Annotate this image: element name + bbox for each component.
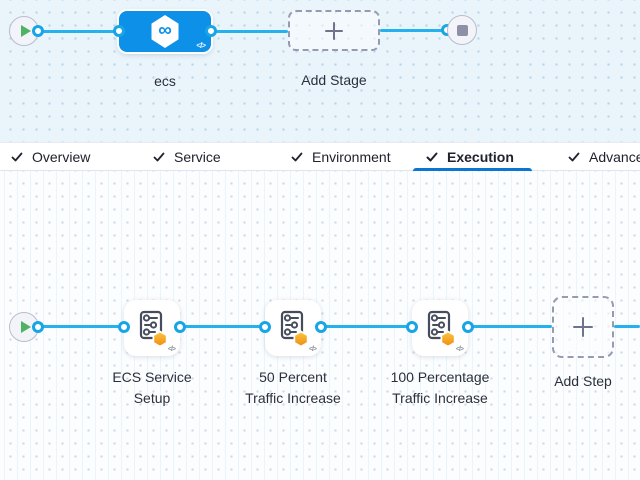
- add-stage-label: Add Stage: [301, 72, 367, 88]
- connector-line: [321, 325, 412, 328]
- add-step-label: Add Step: [554, 373, 612, 389]
- tab-label: Service: [174, 148, 221, 165]
- connector-port[interactable]: [315, 321, 327, 333]
- add-stage-button[interactable]: [288, 10, 380, 51]
- harness-cd-icon: ∞: [151, 15, 179, 48]
- tab-advanced[interactable]: Advanced: [567, 143, 640, 170]
- stage-name-label: ecs: [154, 73, 176, 89]
- ecs-step-icon: [427, 310, 456, 348]
- aws-hex-badge: [154, 332, 166, 346]
- step-node-100-percentage-traffic-increase[interactable]: </>: [412, 300, 468, 356]
- connector-port[interactable]: [174, 321, 186, 333]
- step-node-ecs-service-setup[interactable]: </>: [124, 300, 180, 356]
- check-icon: [11, 152, 23, 161]
- stage-node-ecs[interactable]: ∞ </>: [119, 11, 211, 52]
- check-icon: [568, 152, 580, 161]
- step-label: 100 Percentage Traffic Increase: [390, 369, 490, 406]
- connector-port[interactable]: [118, 321, 130, 333]
- ecs-step-icon: [280, 310, 309, 348]
- pipeline-end-node[interactable]: [447, 15, 477, 45]
- stage-canvas[interactable]: ∞ </> ecs Add Stage: [0, 0, 640, 142]
- active-tab-indicator: [413, 168, 532, 171]
- connector-port[interactable]: [205, 25, 217, 37]
- connector-port[interactable]: [259, 321, 271, 333]
- stop-icon: [456, 24, 468, 36]
- tab-service[interactable]: Service: [152, 143, 221, 170]
- connector-line: [614, 325, 640, 328]
- aws-hex-badge: [442, 332, 454, 346]
- code-icon[interactable]: </>: [196, 41, 206, 50]
- step-label: 50 Percent Traffic Increase: [245, 369, 341, 406]
- step-label: ECS Service Setup: [112, 369, 192, 406]
- execution-canvas[interactable]: </> ECS Service Setup </> 50 Percent Tra…: [0, 171, 640, 480]
- connector-line: [38, 325, 124, 328]
- stage-config-tabbar: Overview Service Environment Execution A…: [0, 142, 640, 171]
- connector-line: [380, 29, 447, 32]
- check-icon: [426, 152, 438, 161]
- add-step-button[interactable]: [552, 296, 614, 358]
- infinity-icon: ∞: [158, 20, 172, 41]
- connector-line: [180, 325, 265, 328]
- tab-overview[interactable]: Overview: [10, 143, 90, 170]
- tab-label: Advanced: [589, 148, 640, 165]
- tab-execution[interactable]: Execution: [425, 143, 514, 170]
- check-icon: [291, 152, 303, 161]
- tab-environment[interactable]: Environment: [290, 143, 391, 170]
- tab-label: Execution: [447, 148, 514, 165]
- connector-line: [38, 30, 119, 33]
- code-icon[interactable]: </>: [308, 346, 317, 353]
- code-icon[interactable]: </>: [455, 346, 464, 353]
- connector-port[interactable]: [32, 321, 44, 333]
- check-icon: [153, 152, 165, 161]
- play-icon: [20, 25, 31, 37]
- tab-label: Overview: [32, 148, 91, 165]
- code-icon[interactable]: </>: [167, 346, 176, 353]
- plus-icon: [325, 21, 343, 40]
- step-node-50-percent-traffic-increase[interactable]: </>: [265, 300, 321, 356]
- aws-hex-badge: [295, 332, 307, 346]
- connector-port[interactable]: [406, 321, 418, 333]
- connector-line: [211, 30, 288, 33]
- connector-line: [468, 325, 552, 328]
- connector-port[interactable]: [462, 321, 474, 333]
- plus-icon: [573, 317, 593, 337]
- play-icon: [20, 321, 31, 333]
- connector-port[interactable]: [113, 25, 125, 37]
- connector-port[interactable]: [32, 25, 44, 37]
- ecs-step-icon: [139, 310, 168, 348]
- tab-label: Environment: [312, 148, 391, 165]
